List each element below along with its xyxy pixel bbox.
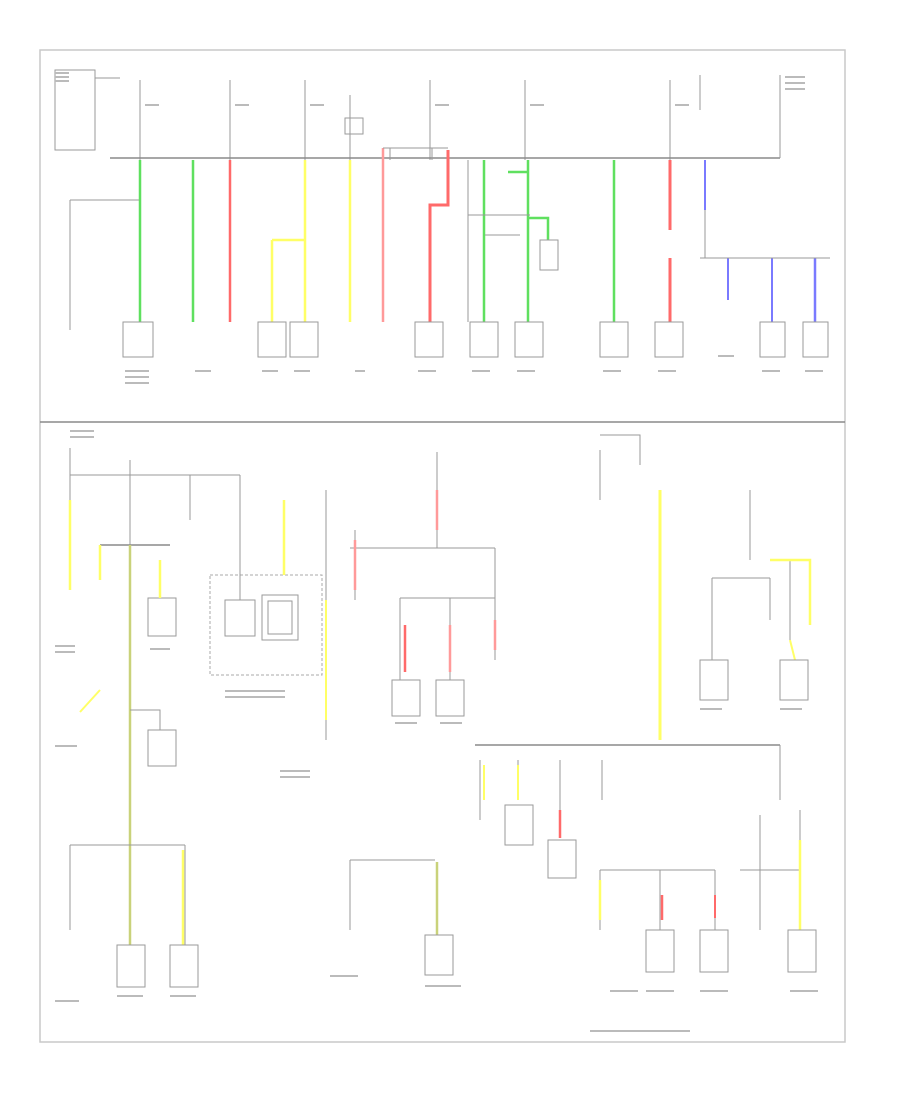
- top-label-marks: [55, 72, 823, 384]
- battery-block: [54, 69, 96, 151]
- component-b8: [435, 679, 465, 717]
- component-t3: [289, 321, 319, 358]
- component-b3: [116, 944, 146, 988]
- component-b9: [699, 659, 729, 701]
- wire-yellow-b10: [789, 639, 796, 661]
- component-t10: [802, 321, 829, 358]
- component-t9: [759, 321, 786, 358]
- component-t4: [414, 321, 444, 358]
- component-b5: [224, 599, 256, 637]
- component-b14: [645, 929, 675, 973]
- component-b16: [787, 929, 817, 973]
- wire-red-2: [428, 150, 450, 322]
- top-colored-wires: [138, 148, 817, 322]
- bottom-section: [55, 430, 818, 1032]
- top-fuse-row: [139, 75, 701, 160]
- component-b12: [504, 804, 534, 846]
- top-components: [122, 321, 829, 358]
- top-section: [54, 69, 830, 384]
- component-t7: [599, 321, 629, 358]
- component-t8: [654, 321, 684, 358]
- top-gray-wires: [383, 147, 830, 322]
- component-t6: [514, 321, 544, 358]
- component-b2: [147, 729, 177, 767]
- diagram-frame: [39, 49, 846, 1043]
- top-relay-box: [344, 117, 364, 135]
- component-b4: [169, 944, 199, 988]
- component-b10: [779, 659, 809, 701]
- bottom-label-marks: [55, 430, 818, 1032]
- wire-green-4: [508, 160, 550, 322]
- wire-yellow-b9: [770, 558, 812, 625]
- component-t2: [257, 321, 287, 358]
- wire-yellow-b4: [79, 689, 101, 713]
- component-t5: [469, 321, 499, 358]
- component-b15: [699, 929, 729, 973]
- component-b11: [424, 934, 454, 976]
- component-t1: [122, 321, 154, 358]
- dashed-module-box: [209, 574, 323, 676]
- component-b1: [147, 597, 177, 637]
- component-b7: [391, 679, 421, 717]
- component-b13: [547, 839, 577, 879]
- wire-yellow-2: [272, 160, 307, 322]
